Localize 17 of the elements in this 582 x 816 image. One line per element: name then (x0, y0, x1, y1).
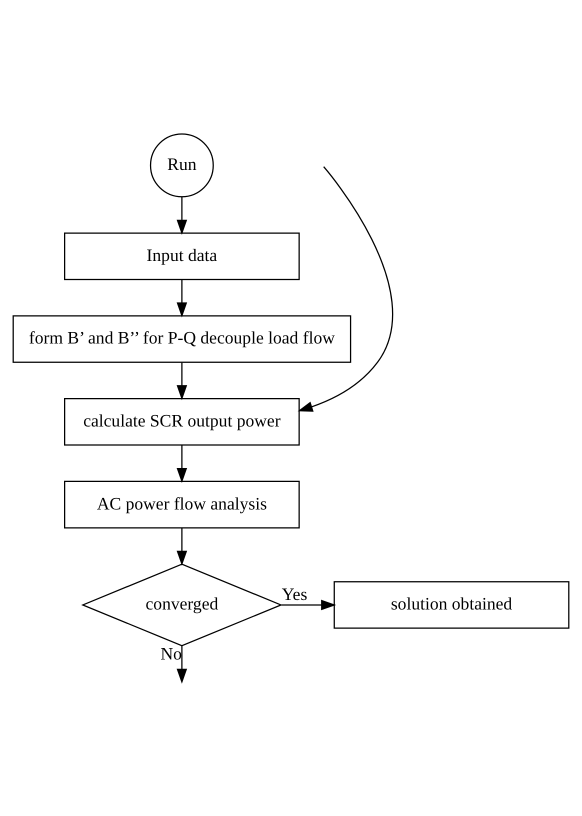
edge-label: No (160, 643, 182, 664)
arrow (298, 166, 393, 412)
node-box: calculate SCR output power (64, 398, 300, 446)
node-box: solution obtained (334, 580, 570, 628)
arrow (176, 196, 188, 234)
arrow (176, 279, 188, 317)
edge-label: Yes (282, 584, 308, 604)
node-box: form B’ and B’’ for P-Q decouple load flow (12, 314, 352, 362)
arrow (176, 645, 188, 684)
node-diamond: converged (81, 563, 283, 646)
arrow (281, 599, 336, 610)
arrow (176, 362, 188, 400)
node-box: AC power flow analysis (64, 480, 300, 528)
node-circle: Run (150, 132, 214, 197)
arrow (176, 444, 188, 483)
node-box: Input data (64, 232, 300, 280)
arrow (176, 528, 188, 566)
